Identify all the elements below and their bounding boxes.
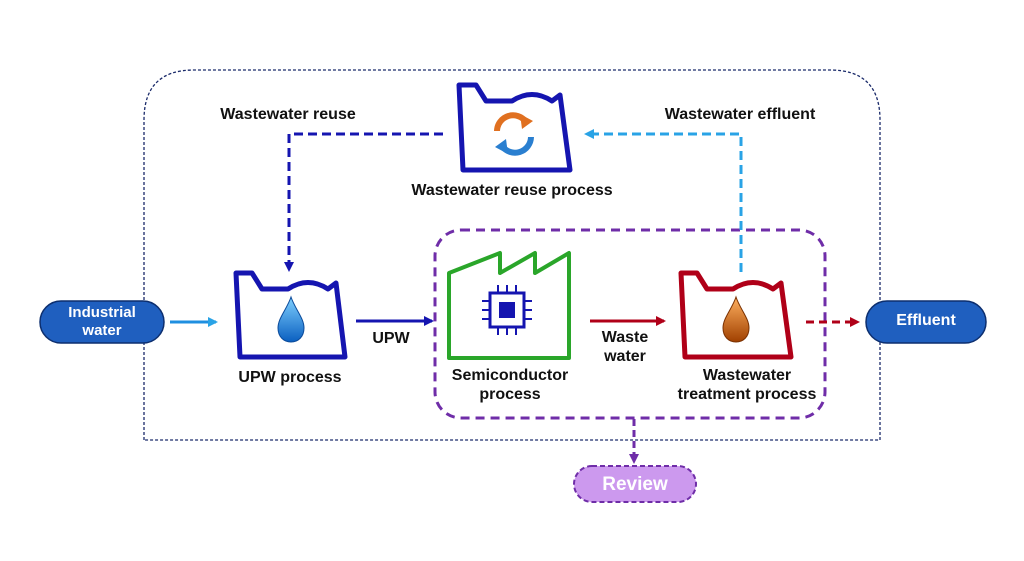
upw-label: UPW [372, 330, 410, 347]
wastewater-reuse-building [456, 82, 573, 173]
semiconductor-process-label: Semiconductor process [451, 367, 569, 403]
wastewater-treatment-process-label: Wastewater treatment process [677, 367, 817, 403]
effluent-pill [865, 300, 987, 344]
wastewater-treatment-building [678, 270, 794, 360]
water-drop-icon [277, 295, 305, 343]
wastewater-reuse-label: Wastewater reuse [220, 106, 356, 123]
semiconductor-building [447, 251, 571, 360]
upw-process-label: UPW process [238, 369, 342, 386]
effluent-label: Effluent [896, 312, 956, 329]
wastewater-effluent-label: Wastewater effluent [664, 106, 816, 123]
review-boundary [433, 228, 827, 420]
wastewater-reuse-arrow [284, 132, 443, 272]
upw-process-building [233, 270, 348, 360]
industrial-water-pill [39, 300, 165, 344]
waste-drop-icon [722, 295, 750, 343]
wastewater-effluent-arrow [584, 129, 743, 272]
chip-icon [482, 285, 532, 335]
waste-water-label: Waste water [601, 329, 649, 365]
industrial-water-label: Industrial water [68, 304, 136, 339]
review-label: Review [602, 474, 668, 495]
wastewater-reuse-process-label: Wastewater reuse process [411, 182, 613, 199]
review-pill [573, 465, 697, 503]
system-boundary [143, 69, 881, 441]
recycle-icon [494, 112, 534, 156]
